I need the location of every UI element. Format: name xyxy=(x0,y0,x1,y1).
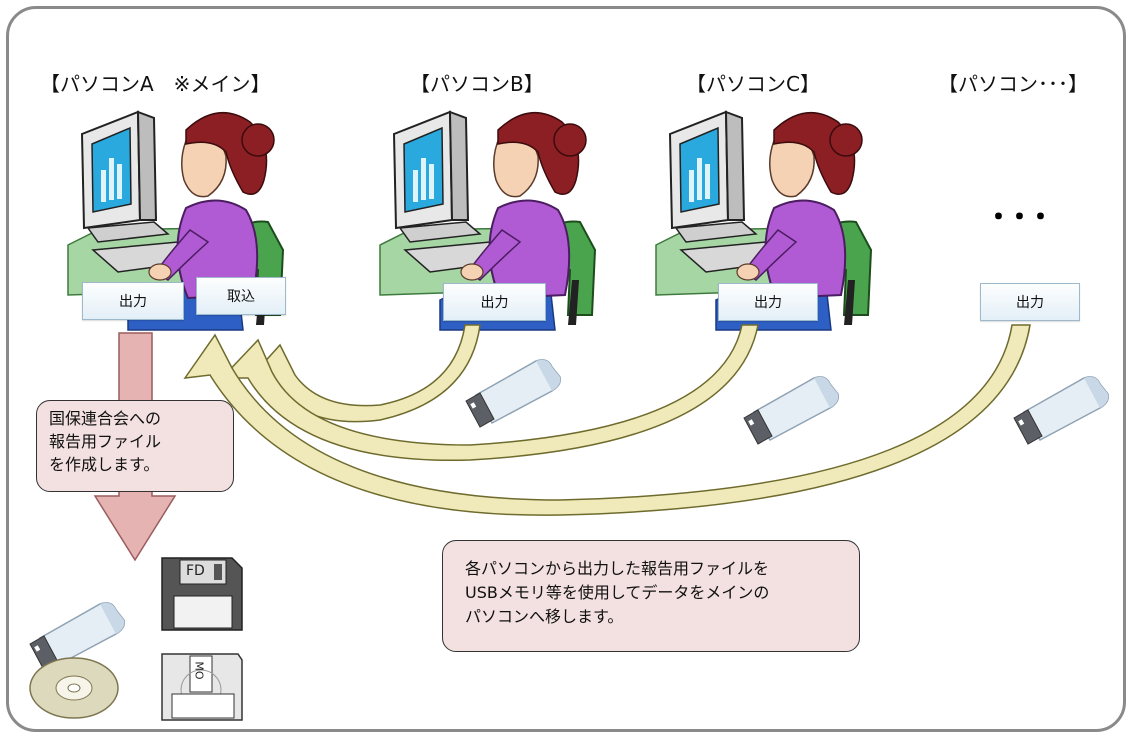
callout-line: を作成します。 xyxy=(49,455,160,474)
usb-icon xyxy=(465,359,562,428)
callout-report-file: 国保連合会への 報告用ファイル を作成します。 xyxy=(36,400,234,492)
more-pcs-ellipsis: ･･･ xyxy=(990,198,1053,238)
pc-a-label: 【パソコンA ※メイン】 xyxy=(40,72,271,96)
pc-a-output-button[interactable]: 出力 xyxy=(82,282,184,320)
arrow-from-pc-more xyxy=(183,324,1031,516)
callout-line: USBメモリ等を使用してデータをメインの xyxy=(465,583,770,602)
usb-icon xyxy=(1013,376,1110,445)
callout-transfer: 各パソコンから出力した報告用ファイルを USBメモリ等を使用してデータをメインの… xyxy=(442,540,860,652)
cd-icon xyxy=(29,657,119,719)
callout-line: 国保連合会への xyxy=(49,409,162,428)
callout-line: 各パソコンから出力した報告用ファイルを xyxy=(465,559,770,578)
pc-b-label: 【パソコンB】 xyxy=(410,72,544,96)
pc-more-output-button[interactable]: 出力 xyxy=(980,283,1080,321)
floppy-disk-icon xyxy=(161,557,243,631)
mo-disk-icon xyxy=(161,653,243,721)
callout-line: パソコンへ移します。 xyxy=(465,607,624,626)
pc-b-output-button[interactable]: 出力 xyxy=(443,283,546,321)
usb-icon xyxy=(743,376,840,445)
pc-c-output-button[interactable]: 出力 xyxy=(718,283,818,321)
callout-line: 報告用ファイル xyxy=(49,432,162,451)
pc-a-import-button[interactable]: 取込 xyxy=(196,277,286,315)
mo-label: MO xyxy=(192,661,206,680)
pc-more-label: 【パソコン･･･】 xyxy=(938,72,1088,96)
fd-label: FD xyxy=(186,563,205,579)
pc-c-label: 【パソコンC】 xyxy=(686,72,820,96)
